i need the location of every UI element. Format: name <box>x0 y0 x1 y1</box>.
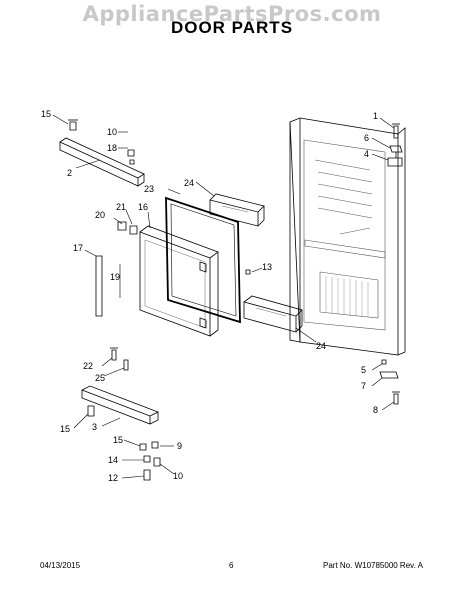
callout-12: 12 <box>108 473 118 483</box>
callout-25: 25 <box>95 373 105 383</box>
callout-10-top: 10 <box>107 127 117 137</box>
small-parts-cluster <box>139 441 161 481</box>
lower-door-bin <box>243 295 303 333</box>
footer-part-number: Part No. W10785000 Rev. A <box>323 561 423 570</box>
page-title: DOOR PARTS <box>170 18 294 37</box>
callout-18: 17 <box>73 243 83 253</box>
callout-24-lower: 24 <box>316 341 326 351</box>
footer-date: 04/13/2015 <box>40 561 81 570</box>
callout-21: 21 <box>116 202 126 212</box>
callout-16: 16 <box>138 202 148 212</box>
top-hinge-assembly <box>387 123 403 167</box>
bottom-pins <box>110 347 129 371</box>
callout-3: 3 <box>92 422 97 432</box>
callout-2: 2 <box>67 168 72 178</box>
callout-9: 9 <box>177 441 182 451</box>
callout-6: 6 <box>364 133 369 143</box>
callout-1: 1 <box>373 111 378 121</box>
callout-14: 15 <box>113 435 123 445</box>
callout-11: 13 <box>262 262 272 272</box>
callout-8: 8 <box>373 405 378 415</box>
refrigerator-cabinet <box>289 117 406 356</box>
watermark: AppliancePartsPros.com <box>82 2 382 26</box>
leader-lines <box>52 114 395 479</box>
upper-door-bin <box>209 193 265 227</box>
bottom-hinge-assembly <box>245 269 400 405</box>
callout-17: 18 <box>107 143 117 153</box>
callout-13: 14 <box>108 455 118 465</box>
top-hinge-cover <box>59 119 145 187</box>
callout-15-bottom: 15 <box>60 424 70 434</box>
callout-19: 19 <box>110 272 120 282</box>
callout-7: 7 <box>361 381 366 391</box>
callout-4: 4 <box>364 149 369 159</box>
door-gasket <box>165 196 241 324</box>
callout-24-upper: 24 <box>184 178 194 188</box>
footer-page-number: 6 <box>229 561 234 570</box>
bottom-hinge-cover <box>81 385 159 425</box>
callout-10-bottom: 10 <box>173 471 183 481</box>
callout-15-top: 15 <box>41 109 51 119</box>
callout-23: 23 <box>144 184 154 194</box>
callout-22: 22 <box>83 361 93 371</box>
callout-5: 5 <box>361 365 366 375</box>
callout-20: 20 <box>95 210 105 220</box>
door-panel <box>95 221 219 337</box>
